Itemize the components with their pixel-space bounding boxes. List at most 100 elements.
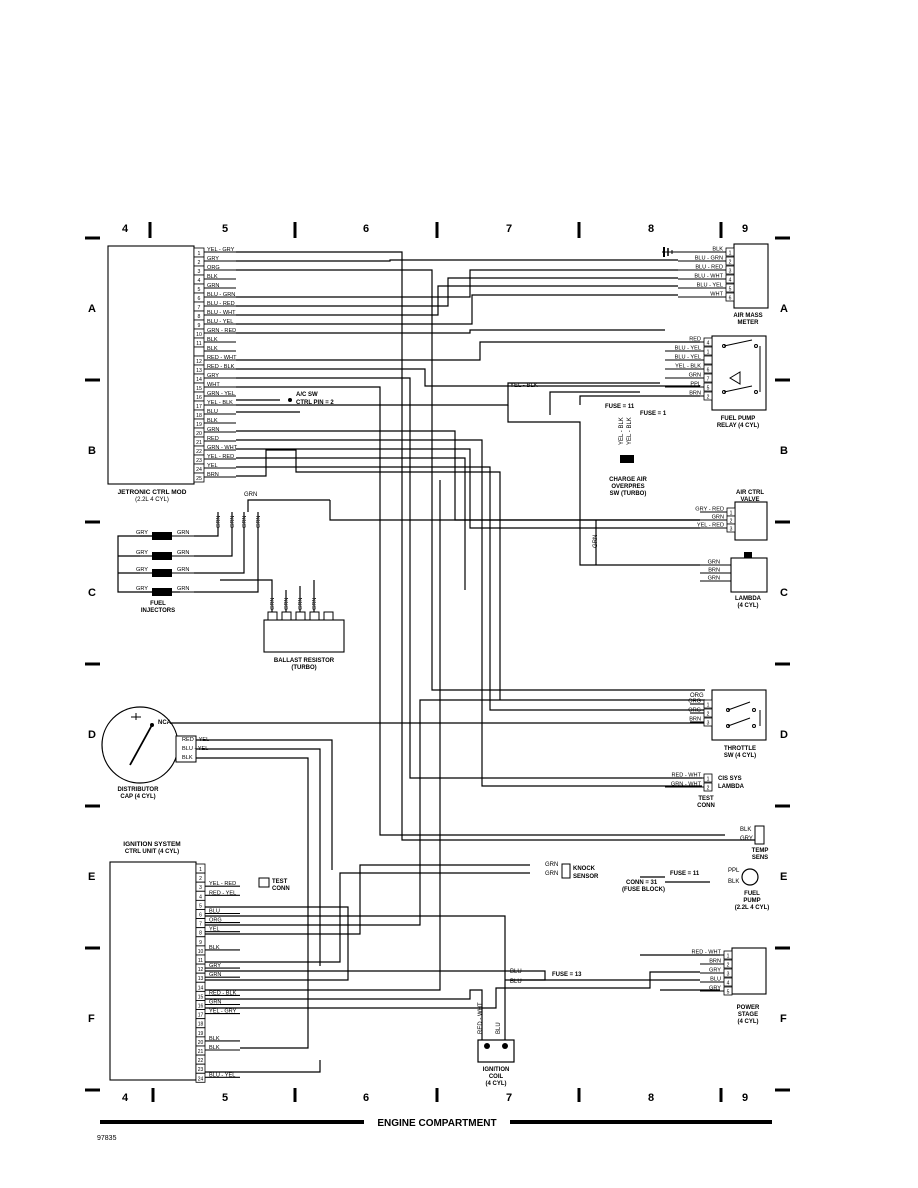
connector-pin-wire-label: BLU (710, 977, 721, 983)
ignition-test-conn-1: TEST (272, 879, 288, 885)
connector-pin-number: 2 (729, 260, 732, 266)
ignition-pin-number: 12 (198, 967, 204, 973)
charge-air-wire-1: YEL - BLK (619, 417, 625, 445)
grid-bottom-6: 6 (363, 1092, 369, 1104)
air-mass-meter-title-1: AIR MASS (733, 313, 762, 319)
distributor-title-1: DISTRIBUTOR (118, 787, 160, 793)
connector-pin-wire-label: GRN (712, 515, 724, 521)
connector-pin-wire-label: BLU - YEL (675, 346, 701, 352)
connector-pin-number: 1 (707, 350, 710, 356)
jetronic-pin-wire-label: GRY (207, 373, 219, 379)
grid-right-b: B (780, 445, 788, 457)
ignition-pin-wire-label: BLU (209, 909, 220, 915)
ignition-ctrl-box (109, 861, 197, 1081)
jetronic-pin-wire-label: BLU - YEL (207, 319, 233, 325)
throttle-title-1: THROTTLE (724, 746, 756, 752)
jetronic-pin-wire-label: YEL - RED (207, 454, 234, 460)
injectors-top-label: GRN (244, 492, 257, 498)
injector-left-label: GRY (136, 567, 148, 573)
air-ctrl-valve-title-2: VALVE (740, 497, 759, 503)
ballast-resistor-box (263, 619, 345, 653)
connector-pin-wire-label: ORG (688, 708, 701, 714)
jetronic-pin-wire-label: GRN - WHT (207, 445, 238, 451)
connector-pin-wire-label: GRY (709, 986, 721, 992)
connector-pin-wire-label: ORG (688, 699, 701, 705)
grid-frame (85, 222, 790, 1102)
grid-bottom-5: 5 (222, 1092, 228, 1104)
ignition-pin-number: 5 (199, 903, 202, 909)
connector-pin-wire-label: YEL - RED (697, 523, 724, 529)
distributor-wire-label: BLK (182, 755, 193, 761)
jetronic-pin-wire-label: BLK (207, 274, 218, 280)
jetronic-pin-number: 19 (196, 422, 202, 428)
grid-left-c: C (88, 587, 96, 599)
power-stage-title-2: STAGE (738, 1012, 758, 1018)
temp-sens-title-1: TEMP (752, 848, 769, 854)
injector-right-label: GRN (177, 550, 189, 556)
ignition-pin-number: 13 (198, 976, 204, 982)
jetronic-pin-number: 9 (198, 323, 201, 329)
grid-bottom-9: 9 (742, 1092, 748, 1104)
jetronic-pin-number: 8 (198, 314, 201, 320)
jetronic-pin-number: 14 (196, 377, 202, 383)
jetronic-pin-wire-label: WHT (207, 382, 220, 388)
test-conn-side-2: LAMBDA (718, 784, 745, 790)
jetronic-pin-wire-label: YEL - BLK (207, 400, 233, 406)
ground-icon (662, 247, 678, 257)
ignition-coil-wire-b: BLU (496, 1022, 502, 1034)
connector-pin-wire-label: GRY - RED (695, 507, 724, 513)
ballast-terminals (267, 611, 334, 621)
distributor-wire-label: BLU - YEL (182, 746, 208, 752)
jetronic-pin-wire-label: BLK (207, 337, 218, 343)
fuel-pump-relay-title-2: RELAY (4 CYL) (717, 423, 759, 429)
ignition-ctrl-title-1: IGNITION SYSTEM (123, 841, 180, 848)
connector-pin-wire-label: RED - WHT (691, 950, 721, 956)
ignition-pin-number: 6 (199, 913, 202, 919)
grid-left-a: A (88, 303, 96, 315)
test-conn-title-2: CONN (697, 803, 715, 809)
jetronic-pin-number: 18 (196, 413, 202, 419)
lambda-wire-label: GRN (708, 576, 720, 582)
knock-line2: SENSOR (573, 874, 599, 880)
temp-sens-wire-2: GRY (740, 836, 753, 842)
injectors-title-2: INJECTORS (141, 608, 175, 614)
lambda-box (730, 557, 768, 593)
connector-pin-wire-label: GRN - WHT (671, 782, 702, 788)
jetronic-pin-number: 7 (198, 305, 201, 311)
jetronic-pin-wire-label: BLK (207, 346, 218, 352)
grid-bottom-8: 8 (648, 1092, 654, 1104)
ballast-title-2: (TURBO) (291, 665, 316, 671)
ignition-pin-number: 10 (198, 949, 204, 955)
injectors-title-1: FUEL (150, 601, 166, 607)
ignition-coil-title-2: COIL (489, 1074, 504, 1080)
jetronic-pin-number: 6 (198, 296, 201, 302)
connector-pin-number: 5 (729, 287, 732, 293)
jetronic-pin-number: 20 (196, 431, 202, 437)
grid-right-a: A (780, 303, 788, 315)
ignition-pin-number: 20 (198, 1040, 204, 1046)
connector-pin-number: 1 (727, 954, 730, 960)
throttle-extra: ORG (690, 693, 704, 699)
throttle-switch-box (711, 689, 767, 741)
lambda-sensor-tip (744, 552, 752, 558)
ignition-coil-title-3: (4 CYL) (486, 1081, 507, 1087)
jetronic-pin-wire-label: BLK (207, 418, 218, 424)
connector-pin-number: 1 (707, 703, 710, 709)
ignition-pin-wire-label: YEL - GRY (209, 1009, 237, 1015)
fuel-pump (741, 868, 759, 886)
jetronic-pin-number: 4 (198, 278, 201, 284)
footer-code: 97835 (97, 1135, 117, 1142)
power-stage-title-3: (4 CYL) (738, 1019, 759, 1025)
grid-left-e: E (88, 871, 95, 883)
connector-pin-number: 3 (729, 269, 732, 275)
power-stage-box (731, 947, 767, 995)
connector-pin-number: 3 (707, 721, 710, 727)
jetronic-pin-wire-label: BRN (207, 472, 219, 478)
air-ctrl-valve-box (734, 501, 768, 541)
